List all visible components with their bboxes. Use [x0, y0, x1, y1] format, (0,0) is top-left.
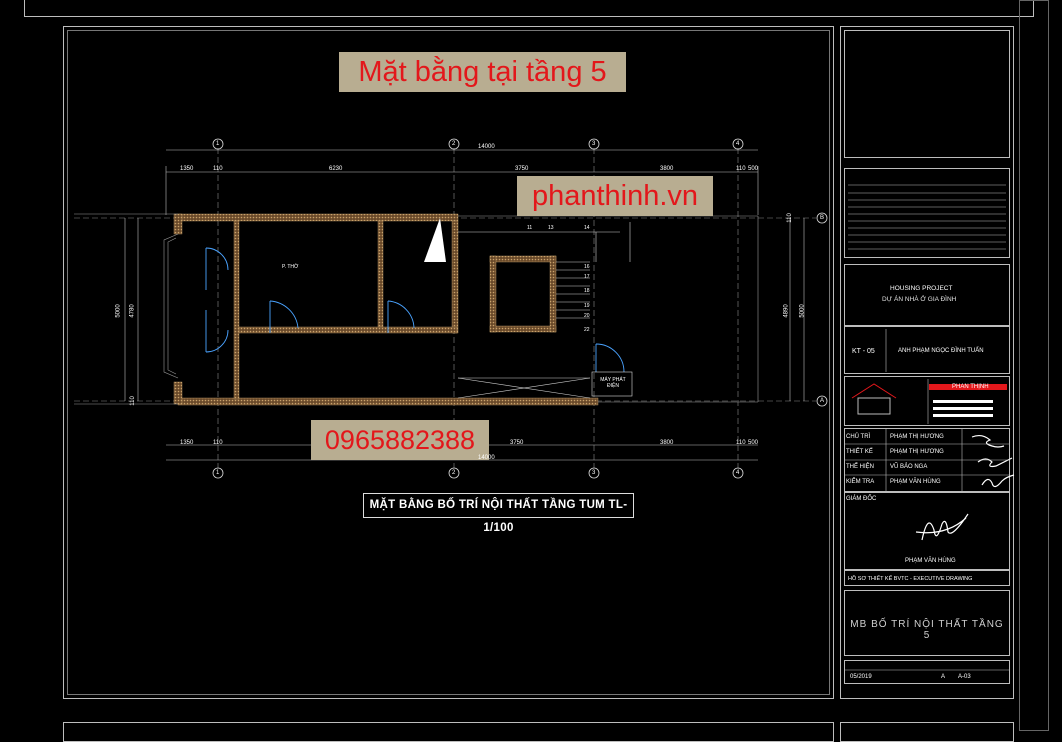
tb-role-4: KIỂM TRA — [846, 479, 875, 485]
dim-top-3: 6230 — [329, 166, 343, 172]
tb-date: 05/2019 — [850, 674, 872, 680]
tb-project-box — [844, 264, 1010, 326]
dim-bottom-2: 110 — [213, 440, 223, 446]
title-block — [840, 26, 1014, 699]
tb-project-en: HOUSING PROJECT — [890, 285, 953, 292]
dim-left-2: 4780 — [129, 304, 136, 318]
dim-bottom-6: 500 — [748, 440, 759, 446]
tb-stage-box — [844, 570, 1010, 586]
dim-right-3: 5000 — [799, 304, 806, 318]
company-logo — [851, 383, 897, 415]
tb-director-label: GIÁM ĐỐC — [846, 496, 877, 502]
tb-name-2: PHẠM THỊ HƯƠNG — [890, 449, 944, 455]
tb-director-box — [844, 492, 1010, 570]
dim-right-1: 110 — [786, 213, 793, 223]
tb-size: A-03 — [958, 674, 971, 680]
tb-revision-box — [844, 168, 1010, 258]
signatures — [915, 434, 1015, 541]
tb-owner: ANH PHẠM NGỌC ĐÌNH TUẤN — [898, 348, 984, 354]
dim-left-3: 110 — [129, 396, 136, 406]
grid-label-bottom-2: 2 — [452, 470, 456, 476]
room-label-generator: MÁY PHÁT ĐIỆN — [600, 377, 626, 389]
stair-number-14: 14 — [584, 225, 590, 231]
tb-stage: HỒ SƠ THIẾT KẾ BVTC - EXECUTIVE DRAWING — [848, 576, 973, 582]
grid-label-top-1: 1 — [216, 141, 220, 147]
tb-company-box — [844, 376, 1010, 426]
dim-left-1: 5000 — [115, 304, 122, 318]
website-overlay: phanthinh.vn — [517, 176, 713, 216]
dim-bottom-5: 110 — [736, 440, 746, 446]
plan-title-overlay: Mặt bằng tại tầng 5 — [339, 52, 626, 92]
grid-label-b: B — [820, 215, 825, 221]
tb-name-3: VŨ BẢO NGA — [890, 464, 928, 470]
dim-top-6: 110 — [736, 166, 746, 172]
tb-code-box — [844, 326, 1010, 374]
grid-label-bottom-1: 1 — [216, 470, 220, 476]
dim-bottom-1: 1350 — [180, 440, 194, 446]
tb-bottom-box — [844, 660, 1010, 684]
dim-total-bottom: 14000 — [478, 455, 495, 461]
grid-label-bottom-3: 3 — [592, 470, 596, 476]
grid-label-top-3: 3 — [592, 141, 596, 147]
stair-number-13: 13 — [548, 225, 554, 231]
stair-number-17: 17 — [584, 274, 590, 280]
tb-project-vn: DỰ ÁN NHÀ Ở GIA ĐÌNH — [882, 296, 957, 303]
dim-top-4: 3750 — [515, 166, 529, 172]
tb-director-name: PHẠM VĂN HÙNG — [905, 558, 956, 564]
tb-sheet-code: KT - 05 — [852, 348, 875, 355]
dim-bottom-3: 3750 — [510, 440, 524, 446]
dim-top-5: 3800 — [660, 166, 674, 172]
grid-label-top-2: 2 — [452, 141, 456, 147]
stair-number-11: 11 — [527, 225, 533, 231]
tb-company: PHAN THỊNH — [952, 384, 989, 390]
drawing-inner-frame — [67, 30, 830, 695]
grid-label-a: A — [820, 398, 825, 404]
tb-sheet-title-box — [844, 590, 1010, 656]
room-label-altar: P. THỜ — [282, 264, 299, 270]
stair-number-16: 16 — [584, 264, 590, 270]
dim-top-2: 110 — [213, 166, 223, 172]
stair-number-18: 18 — [584, 288, 590, 294]
tb-name-4: PHẠM VĂN HÙNG — [890, 479, 941, 485]
tb-role-2: THIẾT KẾ — [846, 449, 873, 455]
drawing-frame — [63, 26, 834, 699]
dim-right-2: 4890 — [783, 304, 790, 318]
tb-role-1: CHỦ TRÌ — [846, 434, 871, 440]
dim-top-7: 500 — [748, 166, 759, 172]
dim-bottom-4: 3800 — [660, 440, 674, 446]
grid-label-top-4: 4 — [736, 141, 740, 147]
void-wedge — [424, 218, 446, 262]
drawing-caption: MẶT BẰNG BỐ TRÍ NỘI THẤT TẦNG TUM TL- 1/… — [363, 493, 634, 534]
tb-sheet-title: MB BỐ TRÍ NỘI THẤT TẦNG 5 — [850, 619, 1004, 641]
tb-logo-box — [844, 30, 1010, 158]
dim-total-top: 14000 — [478, 144, 495, 150]
stair-number-19: 19 — [584, 303, 590, 309]
stair-number-22: 22 — [584, 327, 590, 333]
tb-scale: A — [941, 674, 946, 680]
phone-overlay: 0965882388 — [311, 420, 489, 460]
grid-label-bottom-4: 4 — [736, 470, 740, 476]
sheet-outer-frame — [24, 0, 1034, 17]
dim-top-1: 1350 — [180, 166, 194, 172]
tb-role-3: THỂ HIỆN — [846, 464, 875, 470]
tb-name-1: PHẠM THỊ HƯƠNG — [890, 434, 944, 440]
stair-number-20: 20 — [584, 313, 590, 319]
